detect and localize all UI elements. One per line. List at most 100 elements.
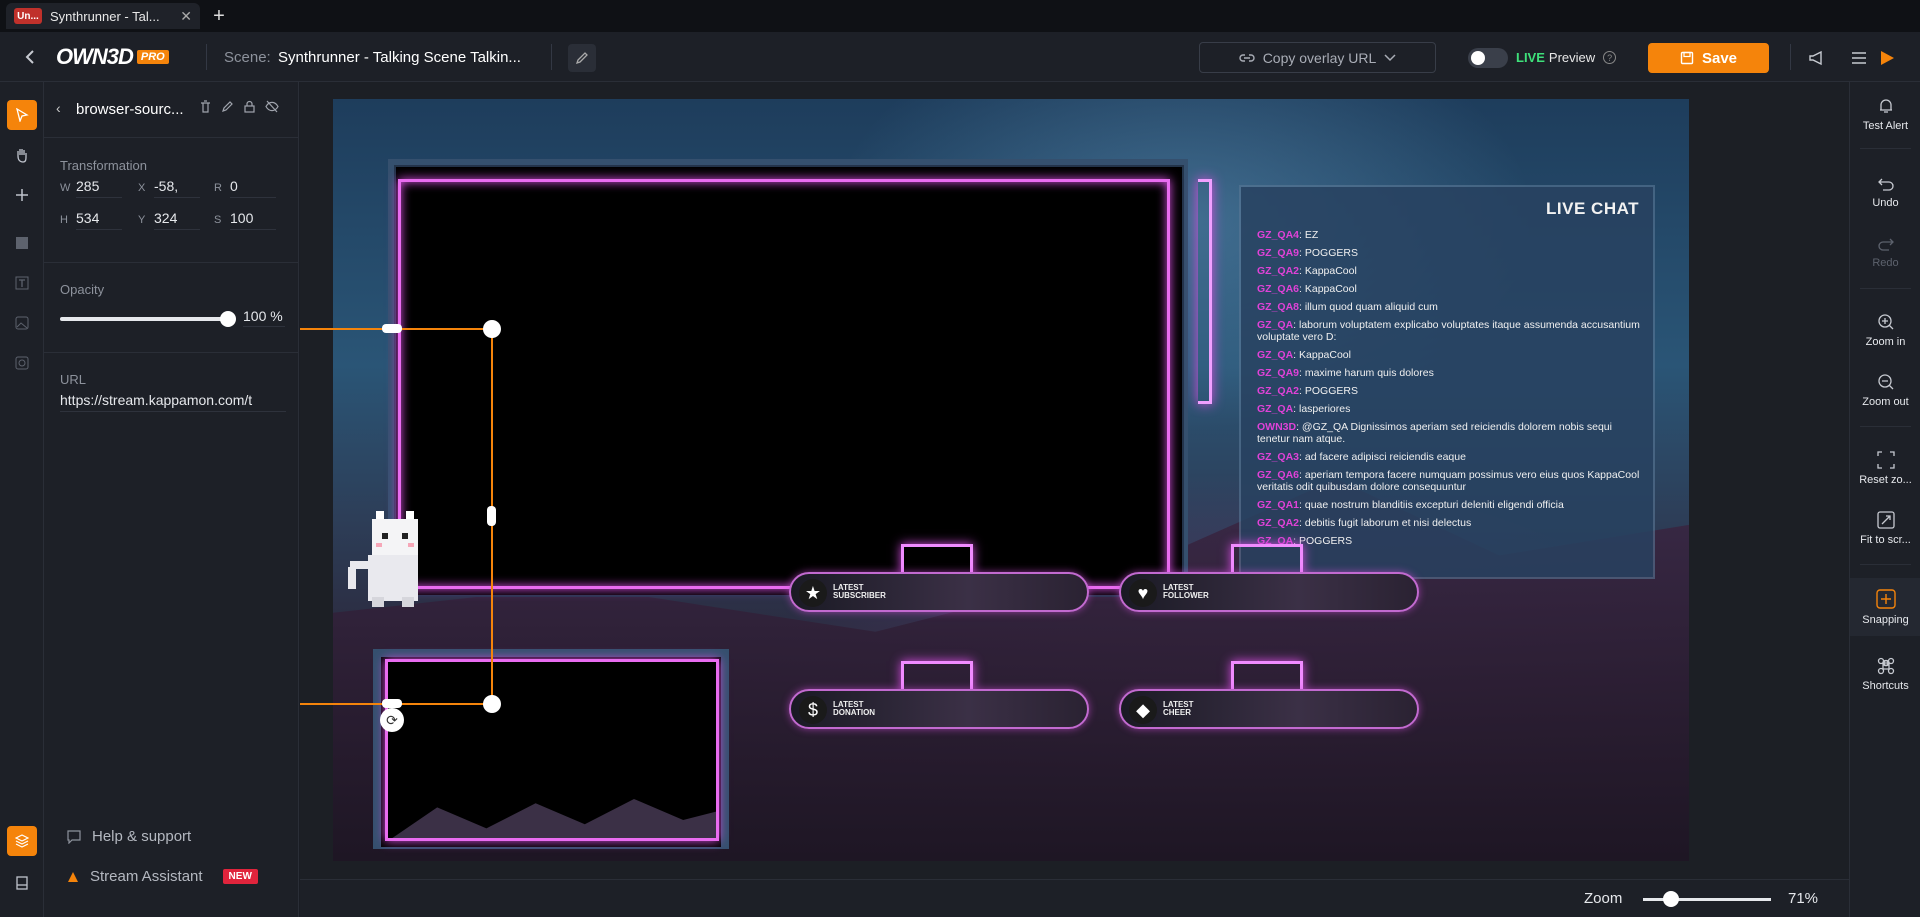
- url-input[interactable]: https://stream.kappamon.com/t: [60, 392, 286, 412]
- eye-off-icon[interactable]: [265, 100, 279, 113]
- latest-donation-widget[interactable]: $ LATEST DONATION: [789, 661, 1089, 729]
- browser-tab[interactable]: Un... Synthrunner - Tal... ✕: [6, 3, 200, 29]
- fit-to-screen-button[interactable]: Fit to scr...: [1850, 502, 1920, 554]
- rotate-icon[interactable]: ⟳: [380, 708, 404, 732]
- field-key: X: [138, 182, 146, 194]
- scale-field[interactable]: S 100: [214, 210, 276, 230]
- x-field[interactable]: X -58,: [138, 178, 200, 198]
- scene-label: Scene:: [224, 49, 271, 66]
- chat-username: GZ_QA2: [1257, 265, 1300, 277]
- zoom-slider-handle[interactable]: [1663, 891, 1679, 907]
- field-value[interactable]: 285: [76, 178, 122, 198]
- divider: [551, 44, 552, 70]
- square-icon: [16, 237, 28, 249]
- select-tool[interactable]: [7, 100, 37, 130]
- reset-zoom-button[interactable]: Reset zo...: [1850, 442, 1920, 494]
- undo-button[interactable]: Undo: [1850, 166, 1920, 218]
- stream-assistant-link[interactable]: Stream Assistant NEW: [66, 868, 258, 885]
- latest-subscriber-widget[interactable]: ★ LATEST SUBSCRIBER: [789, 544, 1089, 612]
- assets-button[interactable]: [7, 868, 37, 898]
- pencil-icon[interactable]: [221, 100, 234, 113]
- text-tool[interactable]: [7, 268, 37, 298]
- copy-overlay-url-button[interactable]: Copy overlay URL: [1199, 42, 1436, 73]
- shape-tool[interactable]: [7, 228, 37, 258]
- field-value[interactable]: 534: [76, 210, 122, 230]
- latest-follower-widget[interactable]: ♥ LATEST FOLLOWER: [1119, 544, 1419, 612]
- height-field[interactable]: H 534: [60, 210, 122, 230]
- resize-handle-top-right[interactable]: [483, 320, 501, 338]
- chat-username: GZ_QA4: [1257, 229, 1300, 241]
- latest-cheer-widget[interactable]: ◆ LATEST CHEER: [1119, 661, 1419, 729]
- field-value[interactable]: 324: [154, 210, 200, 230]
- source-actions: [199, 100, 279, 113]
- menu-button[interactable]: [1846, 45, 1872, 71]
- chat-message: GZ_QA: laborum voluptatem explicabo volu…: [1257, 319, 1641, 343]
- shortcuts-label: Shortcuts: [1862, 679, 1909, 692]
- divider: [1860, 426, 1911, 427]
- shortcuts-button[interactable]: Shortcuts: [1850, 648, 1920, 700]
- pixel-cat-sprite[interactable]: [346, 501, 441, 611]
- resize-handle-bottom-right[interactable]: [483, 695, 501, 713]
- redo-button[interactable]: Redo: [1850, 226, 1920, 278]
- widget-label: LATEST SUBSCRIBER: [833, 583, 886, 600]
- zoom-in-button[interactable]: Zoom in: [1850, 304, 1920, 356]
- close-icon[interactable]: ✕: [180, 7, 192, 24]
- save-button[interactable]: Save: [1648, 43, 1769, 73]
- field-value[interactable]: -58,: [154, 178, 200, 198]
- assistant-label: Stream Assistant: [90, 868, 203, 885]
- edit-scene-button[interactable]: [568, 44, 596, 72]
- add-tool[interactable]: [7, 180, 37, 210]
- layers-button[interactable]: [7, 826, 37, 856]
- live-preview-toggle[interactable]: [1468, 48, 1508, 68]
- widget-label: LATEST CHEER: [1163, 700, 1194, 717]
- chat-message: GZ_QA6: aperiam tempora facere numquam p…: [1257, 469, 1641, 493]
- chat-text: : POGGERS: [1293, 535, 1353, 547]
- chat-message: GZ_QA9: maxime harum quis dolores: [1257, 367, 1641, 379]
- resize-handle-bottom[interactable]: [382, 699, 402, 708]
- divider: [44, 262, 299, 263]
- y-field[interactable]: Y 324: [138, 210, 200, 230]
- plus-icon: [16, 189, 28, 201]
- resize-handle-top[interactable]: [382, 324, 402, 333]
- opacity-slider-track[interactable]: [60, 317, 226, 321]
- chat-username: GZ_QA8: [1257, 301, 1300, 313]
- chat-username: GZ_QA: [1257, 349, 1294, 361]
- zoom-out-button[interactable]: Zoom out: [1850, 364, 1920, 416]
- trash-icon[interactable]: [199, 100, 212, 113]
- image-tool[interactable]: [7, 308, 37, 338]
- field-value[interactable]: 0: [230, 178, 276, 198]
- webcam-frame[interactable]: [396, 167, 1182, 595]
- widget-tool[interactable]: [7, 348, 37, 378]
- own3d-logo[interactable]: OWN3D PRO: [56, 44, 169, 69]
- chevron-left-icon[interactable]: ‹: [56, 100, 61, 116]
- widget-neon-frame: [901, 661, 973, 693]
- rotation-field[interactable]: R 0: [214, 178, 276, 198]
- help-support-link[interactable]: Help & support: [66, 828, 191, 845]
- neon-accent: [1198, 179, 1212, 404]
- test-alert-button[interactable]: Test Alert: [1850, 88, 1920, 140]
- back-button[interactable]: [18, 45, 42, 69]
- star-icon: ★: [799, 579, 827, 607]
- widget-neon-frame: [901, 544, 973, 576]
- logo-text: OWN3D: [56, 44, 134, 69]
- announcement-button[interactable]: [1804, 45, 1830, 71]
- image-icon: [15, 316, 29, 330]
- width-field[interactable]: W 285: [60, 178, 122, 198]
- own3d-app-icon[interactable]: [1874, 45, 1900, 71]
- help-icon[interactable]: ?: [1603, 51, 1617, 64]
- new-tab-button[interactable]: +: [213, 4, 225, 27]
- zoom-slider-track[interactable]: [1643, 898, 1771, 901]
- opacity-value[interactable]: 100 %: [243, 308, 285, 327]
- snapping-toggle[interactable]: Snapping: [1850, 578, 1920, 636]
- resize-handle-right[interactable]: [487, 506, 496, 526]
- pan-tool[interactable]: [7, 140, 37, 170]
- field-value[interactable]: 100: [230, 210, 276, 230]
- opacity-slider-handle[interactable]: [220, 311, 236, 327]
- lock-icon[interactable]: [243, 100, 256, 113]
- source-name: browser-sourc...: [76, 101, 184, 118]
- zoom-out-icon: [1877, 373, 1893, 389]
- widget-pill: [1119, 572, 1419, 612]
